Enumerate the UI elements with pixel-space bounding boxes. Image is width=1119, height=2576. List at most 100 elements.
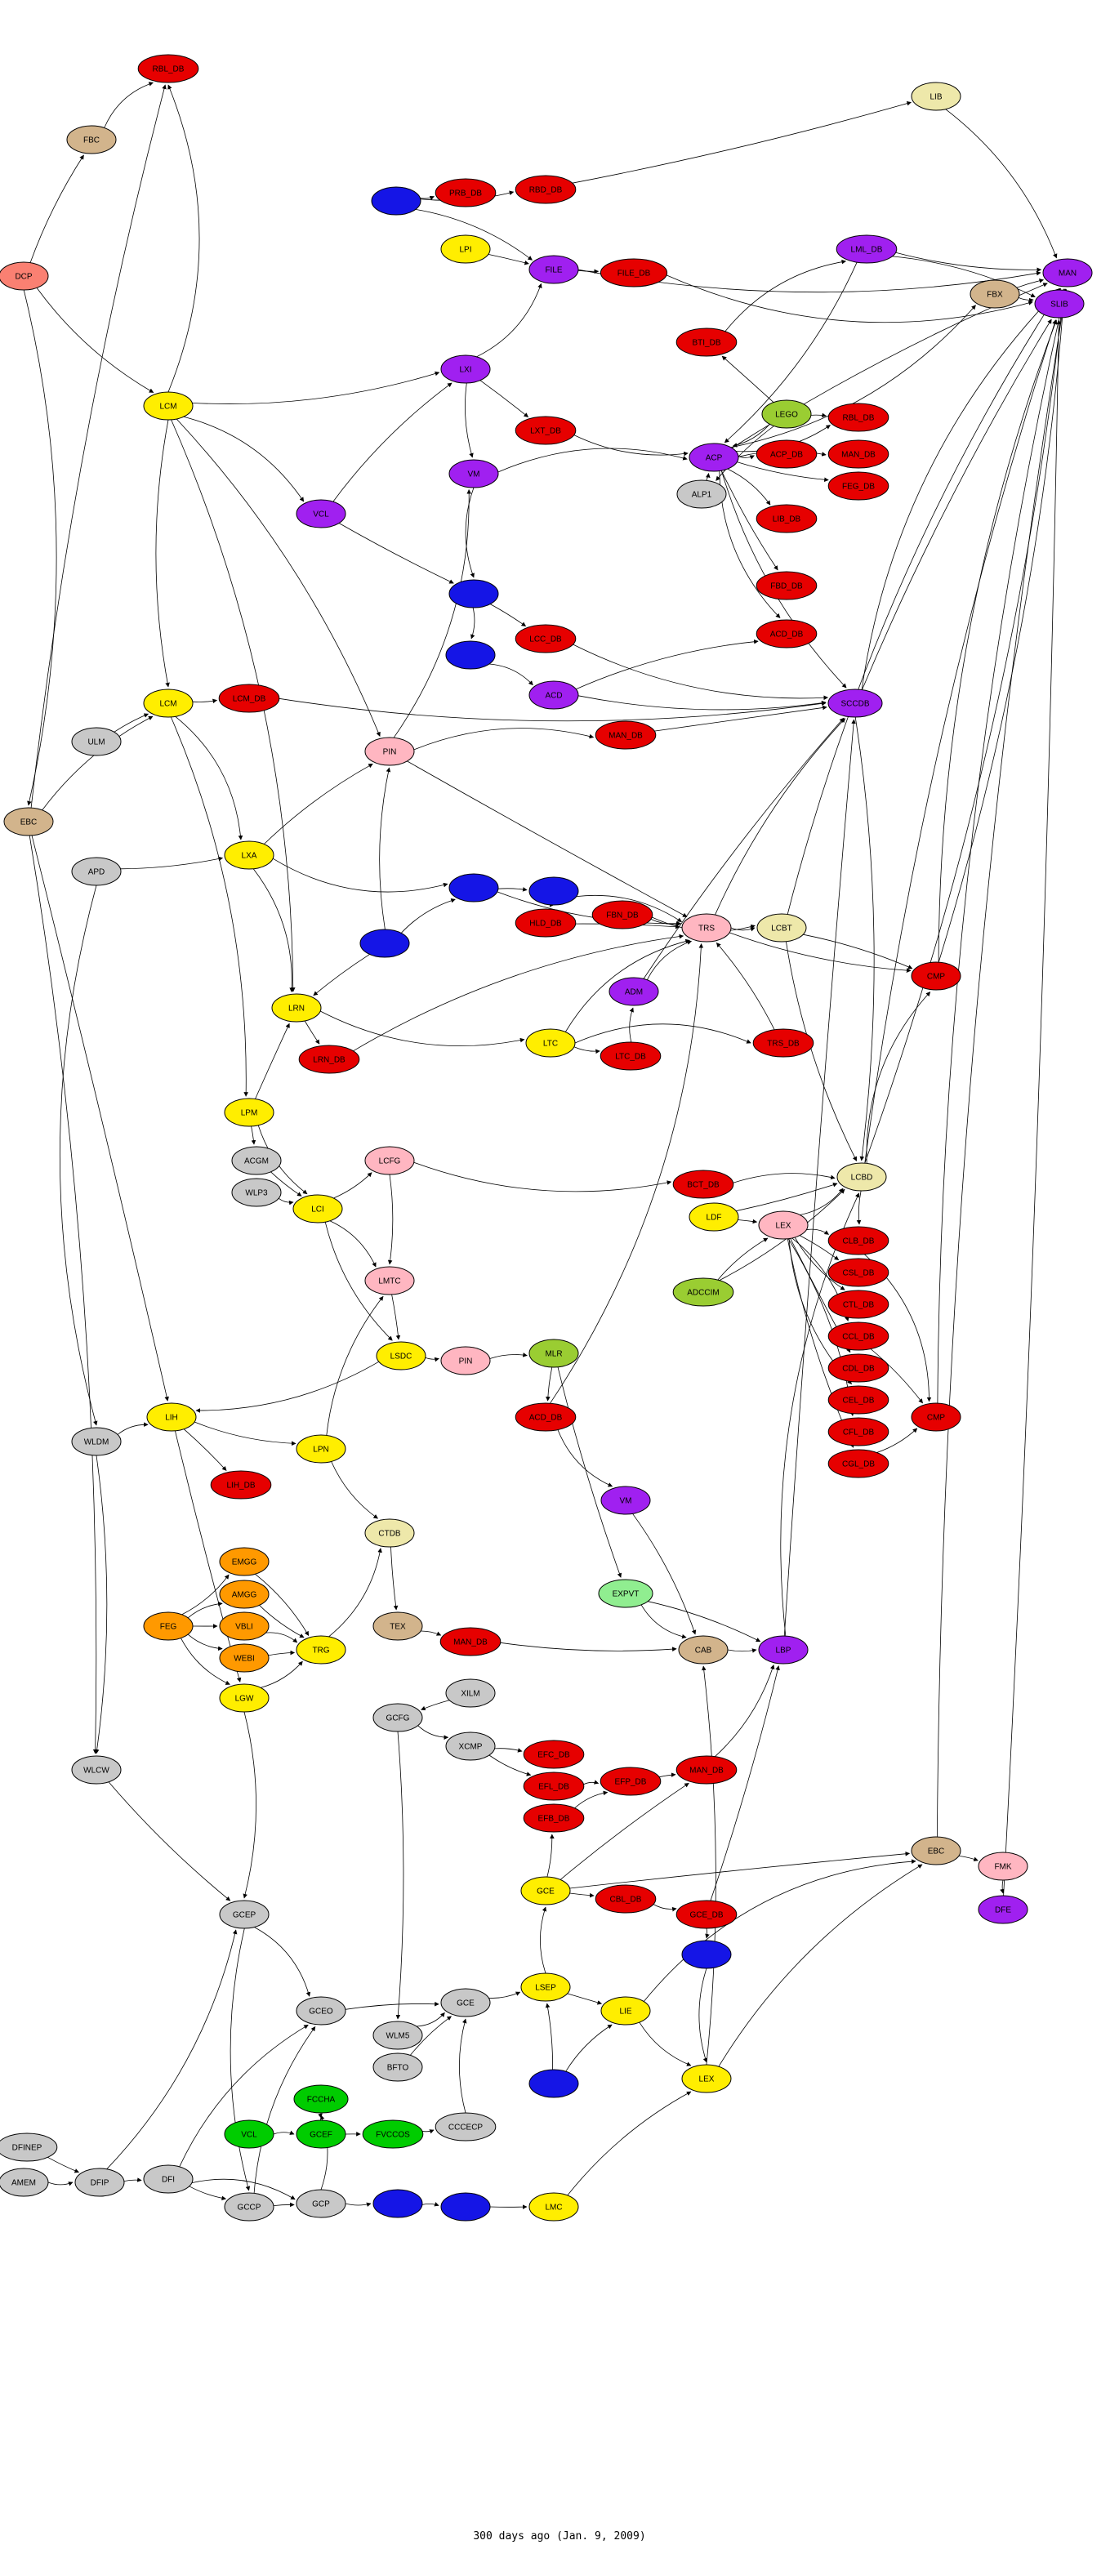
graph-edge [569, 1892, 595, 1898]
graph-edge [494, 1748, 523, 1753]
graph-node-webi: WEBI [219, 1643, 270, 1673]
graph-node-r26: MAN_DB [439, 1627, 502, 1656]
graph-edge [338, 523, 454, 584]
graph-edge [780, 1192, 860, 1637]
graph-node-fbx: FBX [970, 279, 1020, 309]
node-ellipse [528, 1339, 579, 1368]
graph-edge [490, 604, 527, 627]
graph-edge [489, 1353, 528, 1359]
node-ellipse [224, 1098, 274, 1127]
graph-node-lcm1: LCM [143, 391, 194, 421]
graph-node-wlcw: WLCW [71, 1755, 122, 1785]
graph-edge [391, 1294, 401, 1340]
graph-node-r32: CBL_DB [595, 1884, 657, 1914]
graph-edge [114, 713, 149, 733]
graph-edge [31, 835, 169, 1402]
graph-edge [938, 288, 1067, 963]
node-ellipse [520, 1876, 571, 1905]
graph-node-rc1: CLB_DB [827, 1226, 889, 1255]
graph-node-ltc: LTC [525, 1028, 576, 1058]
graph-edge [36, 287, 154, 393]
graph-edge [786, 941, 858, 1161]
graph-edge [488, 1991, 521, 1999]
graph-node-r18: CMP [911, 961, 961, 991]
graph-edge [179, 2024, 309, 2168]
graph-node-fvccos: FVCCOS [362, 2119, 424, 2149]
graph-edge [639, 2021, 692, 2066]
graph-edge [332, 382, 453, 502]
graph-edge [328, 1548, 382, 1638]
node-ellipse [756, 619, 818, 648]
graph-node-r21: TRS_DB [752, 1028, 814, 1058]
graph-node-ebc2: EBC [911, 1836, 961, 1865]
graph-edge [176, 418, 381, 738]
node-ellipse [970, 279, 1020, 309]
graph-edge [345, 2001, 439, 2010]
graph-edge [719, 1188, 845, 1281]
graph-caption: 300 days ago (Jan. 9, 2009) [473, 2530, 646, 2543]
node-ellipse [675, 328, 738, 357]
graph-edge [479, 380, 529, 417]
graph-node-r15: MAN_DB [595, 720, 657, 750]
graph-edge [417, 1725, 449, 1740]
graph-node-man: MAN [1042, 258, 1093, 287]
node-ellipse [219, 1683, 270, 1713]
node-ellipse [219, 1580, 270, 1609]
graph-node-cccecp: CCCECP [435, 2112, 497, 2141]
node-ellipse [525, 1028, 576, 1058]
node-ellipse [675, 1755, 738, 1785]
graph-edge [583, 1780, 600, 1785]
node-ellipse [364, 1518, 415, 1548]
graph-edge [654, 705, 827, 732]
node-ellipse [827, 403, 889, 432]
graph-edge [488, 663, 533, 686]
graph-edge [737, 461, 829, 483]
node-ellipse [756, 913, 807, 943]
node-ellipse [146, 1402, 197, 1432]
graph-edge [420, 196, 435, 201]
node-ellipse [372, 1611, 423, 1641]
graph-node-r25: LIH_DB [210, 1470, 272, 1500]
graph-edge [416, 2012, 445, 2027]
graph-node-lib: LIB [911, 82, 961, 111]
graph-edge [413, 728, 595, 751]
graph-edge [60, 885, 98, 1426]
graph-edge [810, 412, 827, 418]
graph-edge [715, 1664, 775, 1757]
node-ellipse [372, 1703, 423, 1732]
node-ellipse [515, 908, 577, 938]
node-ellipse [224, 840, 274, 870]
node-ellipse [448, 873, 499, 902]
node-ellipse [440, 354, 491, 384]
graph-node-b6 [359, 929, 410, 958]
node-ellipse [689, 1202, 739, 1232]
graph-edge [574, 1023, 751, 1044]
graph-edge [557, 1366, 622, 1578]
graph-node-r14: LCM_DB [218, 684, 280, 713]
graph-edge [272, 858, 448, 893]
node-ellipse [74, 2168, 125, 2197]
graph-edge [718, 1864, 923, 2067]
graph-edge [724, 259, 847, 332]
graph-node-ulm: ULM [71, 727, 122, 756]
graph-node-r4: BTI_DB [675, 328, 738, 357]
graph-node-r13: ACD_DB [756, 619, 818, 648]
graph-node-lih: LIH [146, 1402, 197, 1432]
graph-node-wldh: WLDM [71, 1427, 122, 1456]
node-ellipse [676, 479, 727, 509]
graph-node-rc3: CTL_DB [827, 1290, 889, 1319]
node-ellipse [71, 857, 122, 886]
node-ellipse [911, 82, 961, 111]
node-ellipse [827, 1417, 889, 1446]
graph-node-sccdb: SCCDB [827, 689, 883, 718]
graph-edge [787, 287, 1061, 915]
node-ellipse [827, 439, 889, 469]
graph-edge [181, 1638, 230, 1685]
graph-edge [632, 1513, 697, 1635]
graph-edge [324, 1222, 393, 1341]
node-ellipse [978, 1895, 1028, 1924]
graph-edge [192, 371, 440, 404]
graph-edge [643, 1859, 916, 2002]
graph-edge [540, 1906, 547, 1974]
node-ellipse [911, 961, 961, 991]
